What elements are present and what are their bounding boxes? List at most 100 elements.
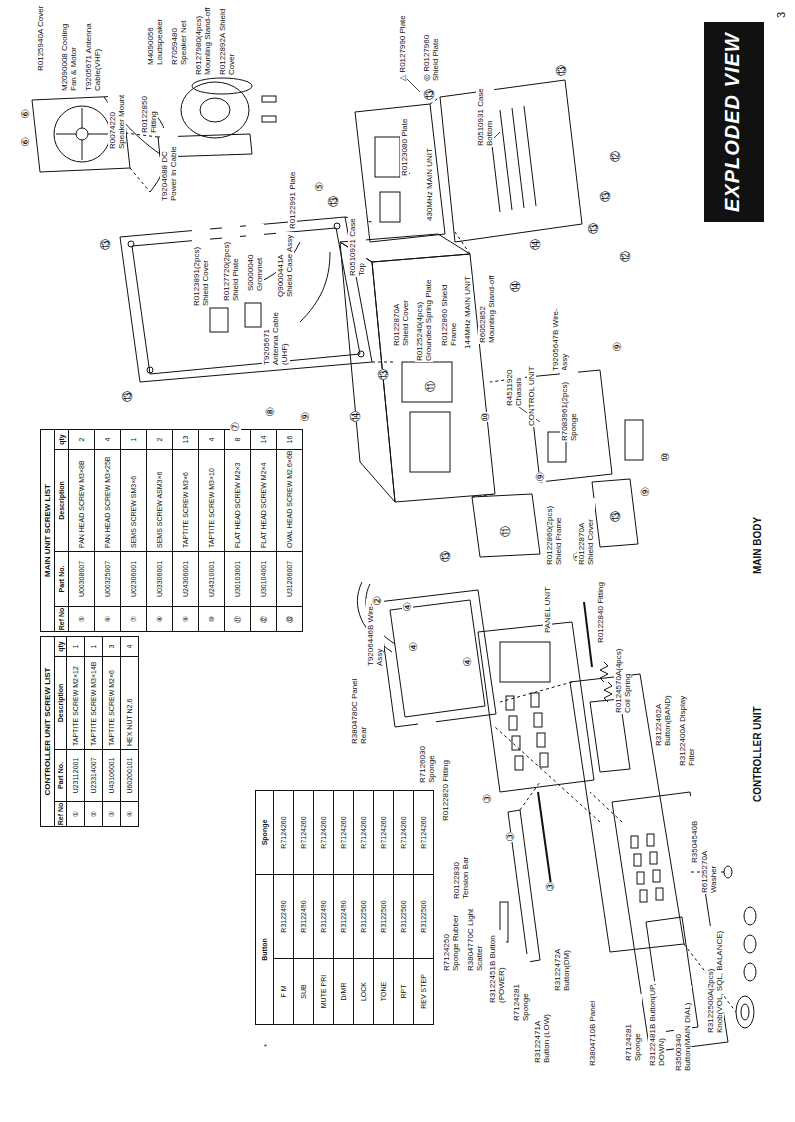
part-label: R3122472A Button(DM) — [553, 924, 571, 992]
callout-number: ⑤ — [314, 182, 325, 192]
qty-cell: 4 — [120, 636, 139, 657]
ref-number: ⑪ — [224, 606, 251, 632]
part-label: R3804710B Panel — [588, 1000, 597, 1067]
button-name: RPT — [393, 958, 414, 1025]
button-name: TONE — [373, 958, 394, 1025]
button-part: R3122490 — [333, 874, 354, 959]
ref-number: ⑨ — [172, 606, 199, 632]
page-title: EXPLODED VIEW — [721, 32, 743, 212]
callout-number: ⑫ — [620, 251, 631, 262]
button-name: LOCK — [353, 958, 374, 1025]
part-number: U24310001 — [198, 551, 225, 607]
button-name: REV STEP — [413, 958, 434, 1025]
callout-number: ⑨ — [612, 342, 623, 352]
part-label: R6125270A Washer — [700, 826, 718, 894]
button-part: R3122500 — [373, 874, 394, 959]
part-label: M4090056 Loudspeaker — [146, 4, 164, 66]
qty-cell: 16 — [276, 429, 303, 450]
part-label: R0122870A Shield Cover — [577, 498, 595, 566]
column-header: Button — [255, 874, 274, 1025]
part-label: R7124281 Sponge — [624, 994, 642, 1062]
part-label: R0510931 Case Bottom — [476, 79, 494, 147]
callout-number: ⑭ — [510, 281, 521, 292]
callout-number: ② — [372, 596, 383, 606]
part-label: CONTROL UNIT — [527, 365, 536, 427]
part-label: ◎ R0127960 Shield Plate — [422, 10, 440, 82]
callout-number: ⑫ — [610, 151, 621, 162]
qty-cell: 2 — [68, 429, 95, 450]
description-cell: TAPTITE SCREW M2×12 — [66, 656, 85, 750]
page-number: 3 — [775, 12, 787, 18]
button-name: MUTE PRI — [313, 958, 334, 1025]
callout-number: ⑩ — [480, 412, 491, 422]
footnote-mark: * — [262, 1043, 271, 1048]
callout-number: ⑬ — [588, 223, 599, 234]
part-label: R0122870A Shield Cover — [392, 279, 410, 347]
callout-number: ⑬ — [122, 391, 133, 402]
description-cell: OVAL HEAD SCREW M2.6×6B — [276, 449, 303, 552]
section-caption: MAIN BODY — [752, 517, 763, 574]
button-part: R3122500 — [353, 874, 374, 959]
part-number: U30104001 — [250, 551, 277, 607]
ref-number: ⑥ — [94, 606, 121, 632]
part-number: U00308007 — [68, 551, 95, 607]
description-cell: PAN HEAD SCREW M3×8B — [68, 449, 95, 552]
part-number: U23112001 — [66, 749, 85, 802]
qty-cell: 1 — [66, 636, 85, 657]
part-label: R0510921 Case Top — [348, 209, 366, 277]
part-label: R6127980(4pcs) Mounting Stand-off — [194, 4, 212, 76]
qty-cell: 14 — [250, 429, 277, 450]
description-cell: PAN HEAD SCREW M3×25B — [94, 449, 121, 552]
part-label: R3122471A Button (LOW) — [533, 996, 551, 1064]
column-header: Sponge — [255, 790, 274, 875]
qty-cell: 4 — [198, 429, 225, 450]
column-header: Part No. — [54, 551, 69, 607]
part-label: R0122840 Fitting — [596, 581, 605, 644]
part-number: U43106001 — [102, 749, 121, 802]
description-cell: FLAT HEAD SCREW M2×4 — [250, 449, 277, 552]
part-label: Q9000441A Shield Case Assy — [276, 232, 294, 298]
description-cell: TAPTITE SCREW M3×14B — [84, 656, 103, 750]
column-header: Description — [54, 449, 69, 552]
callout-number: ⑬ — [556, 65, 567, 76]
description-cell: TAPTITE SCREW M3×6 — [172, 449, 199, 552]
sponge-part: R7124260 — [273, 790, 294, 875]
part-label: R0127720(2pcs) Shield Plate — [222, 220, 240, 302]
button-name: SUB — [293, 958, 314, 1025]
callout-number: ③ — [545, 882, 556, 892]
callout-number: ③ — [505, 832, 516, 842]
callout-number: ④ — [408, 642, 419, 652]
callout-number: ⑭ — [530, 239, 541, 250]
callout-number: ⑪ — [425, 381, 436, 392]
section-caption: CONTROLLER UNIT — [752, 706, 763, 802]
callout-number: ⑬ — [600, 191, 611, 202]
button-part: R3122500 — [393, 874, 414, 959]
callout-number: ⑬ — [440, 551, 451, 562]
callout-number: ⑪ — [500, 526, 511, 537]
ref-number: ② — [84, 801, 103, 827]
part-label: R6052852 Mounting Stand-off — [478, 270, 496, 344]
callout-number: ⑬ — [610, 511, 621, 522]
part-label: R3122451B Button (POWER) — [488, 930, 506, 1004]
description-cell: HEX NUT N2.6 — [120, 656, 139, 750]
ref-number: ③ — [102, 801, 121, 827]
sponge-part: R7124260 — [373, 790, 394, 875]
callout-number: ⑥ — [20, 109, 31, 119]
sponge-part: R7124260 — [353, 790, 374, 875]
callout-number: ⑬ — [378, 369, 389, 380]
qty-cell: 3 — [102, 636, 121, 657]
column-header: Ref No — [54, 606, 69, 632]
part-label: T9204688 DC Power In Cable — [160, 128, 178, 202]
part-label: T9205671 Antenna Cable(VHF) — [84, 4, 102, 92]
button-part: R3122490 — [293, 874, 314, 959]
part-label: R0122860(2pcs) Shield Frame — [545, 494, 563, 566]
callout-number: ⑥ — [20, 137, 31, 147]
qty-cell: 1 — [84, 636, 103, 657]
callout-number: ⑬ — [424, 89, 435, 100]
part-label: R3122500A(2pcs) Knob(VOL, SQL, BALANCE) — [706, 926, 724, 1034]
qty-cell: 8 — [224, 429, 251, 450]
table-title: MAIN UNIT SCREW LIST — [40, 429, 55, 632]
sponge-part: R7124260 — [293, 790, 314, 875]
callout-number: ⑨ — [300, 412, 311, 422]
